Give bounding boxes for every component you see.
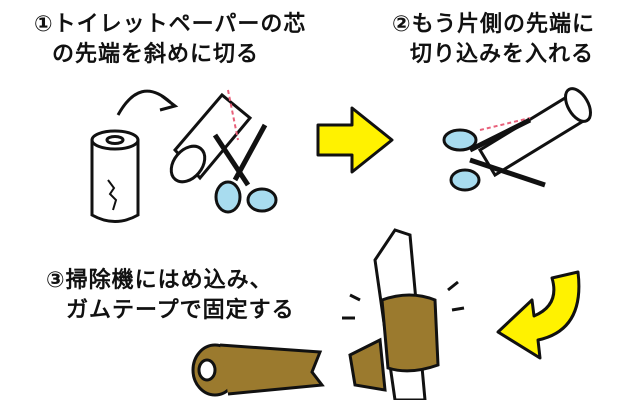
vacuum-pipe [348, 228, 440, 400]
toilet-paper-roll [90, 129, 140, 223]
step-2-line-2: 切り込みを入れる [410, 42, 595, 67]
paper-tube-2 [477, 87, 592, 178]
step-1-line-2: の先端を斜めに切る [52, 42, 260, 67]
step-2-line-1: ②もう片側の先端に [392, 12, 595, 37]
step-1-caption: ①トイレットペーパーの芯 の先端を斜めに切る [34, 10, 306, 70]
step-1-line-1: ①トイレットペーパーの芯 [34, 12, 307, 37]
right-arrow-icon [316, 106, 394, 174]
scissors-icon-2 [442, 117, 546, 192]
tape-roll [191, 343, 325, 397]
scissors-icon-1 [212, 123, 278, 214]
curved-arrow-icon [116, 89, 172, 116]
step-3-caption: ③掃除機にはめ込み、 ガムテープで固定する [46, 266, 295, 326]
step-3-line-1: ③掃除機にはめ込み、 [46, 268, 273, 293]
step-2-caption: ②もう片側の先端に 切り込みを入れる [392, 10, 595, 70]
step-3-line-2: ガムテープで固定する [66, 298, 295, 323]
paper-tube [169, 89, 253, 184]
emphasis-lines-icon [342, 280, 465, 320]
down-left-arrow-icon [496, 270, 581, 360]
